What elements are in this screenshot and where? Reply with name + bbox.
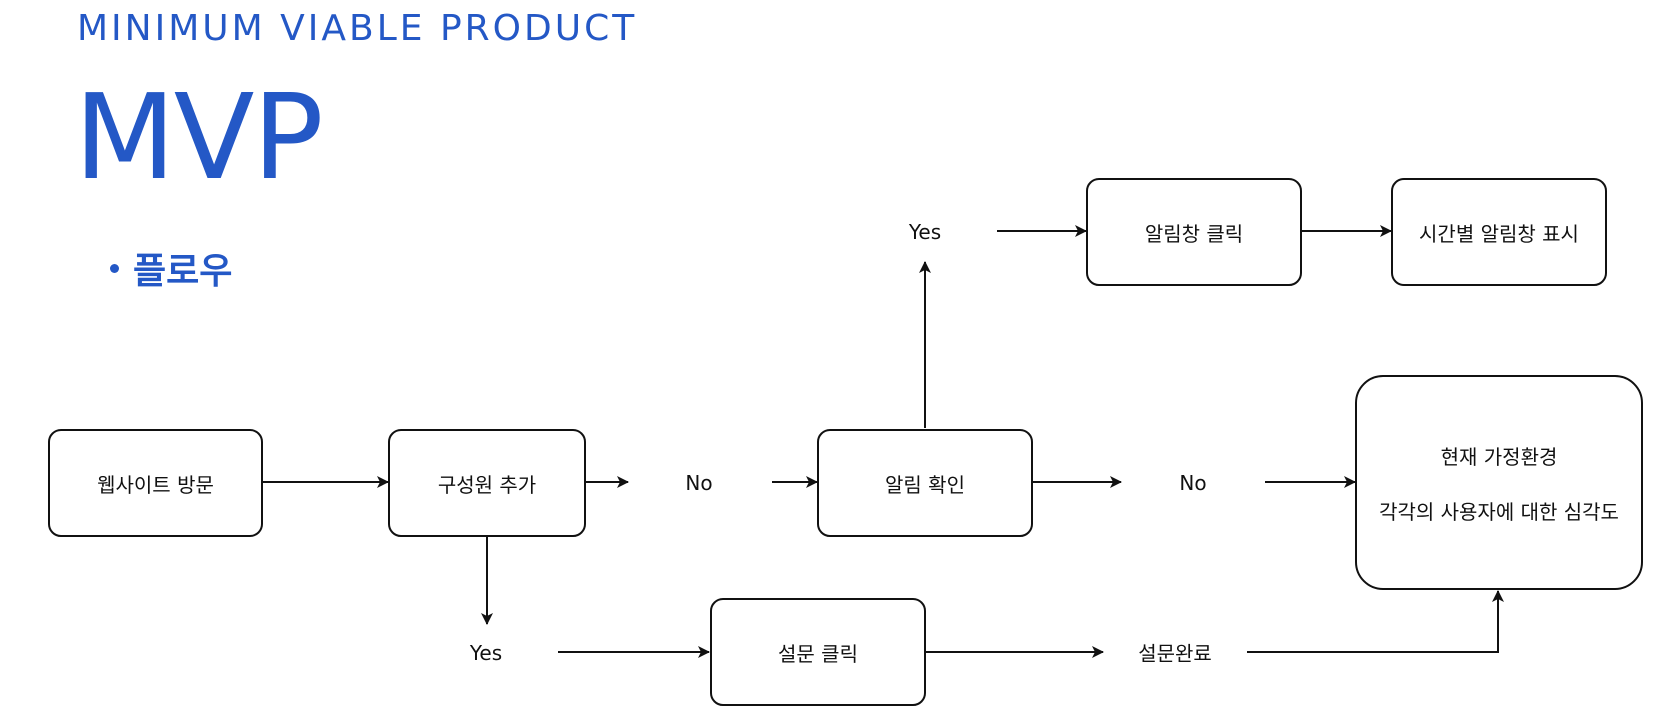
edge-label-no: No	[685, 471, 713, 495]
node-click-alarm: 알림창 클릭	[1086, 178, 1302, 286]
arrow-done-to-result	[1247, 590, 1504, 653]
edge-label-no: No	[1179, 471, 1207, 495]
node-label: 알림 확인	[885, 472, 965, 497]
node-website-visit: 웹사이트 방문	[48, 429, 263, 537]
node-label-line1: 현재 가정환경	[1440, 444, 1558, 469]
node-label-line2: 각각의 사용자에 대한 심각도	[1379, 499, 1619, 524]
node-result: 현재 가정환경 각각의 사용자에 대한 심각도	[1355, 375, 1643, 590]
node-label: 웹사이트 방문	[97, 472, 214, 497]
edge-label-survey-done: 설문완료	[1138, 641, 1212, 666]
node-check-alarm: 알림 확인	[817, 429, 1033, 537]
edge-label-yes: Yes	[908, 220, 942, 244]
node-show-alarm: 시간별 알림창 표시	[1391, 178, 1607, 286]
bullet-item: 플로우	[110, 242, 232, 294]
bullet-label: 플로우	[133, 251, 233, 292]
page-title: MVP	[74, 68, 324, 206]
node-survey-click: 설문 클릭	[710, 598, 926, 706]
node-label: 구성원 추가	[437, 472, 537, 497]
edge-label-yes: Yes	[469, 641, 503, 665]
node-label: 설문 클릭	[778, 641, 858, 666]
node-label: 시간별 알림창 표시	[1419, 221, 1579, 246]
node-add-member: 구성원 추가	[388, 429, 586, 537]
node-label: 알림창 클릭	[1144, 221, 1244, 246]
bullet-dot-icon	[110, 263, 119, 273]
subtitle: MINIMUM VIABLE PRODUCT	[77, 8, 638, 49]
